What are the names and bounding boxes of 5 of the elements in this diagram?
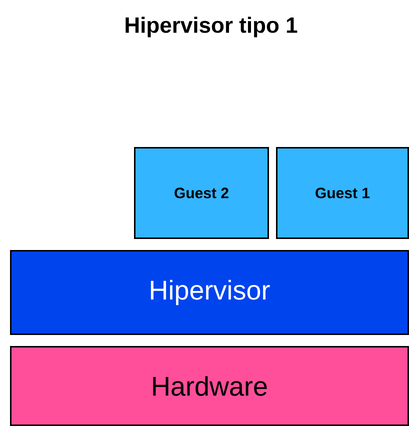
hypervisor-layer: Hipervisor <box>10 250 409 335</box>
guest-box: Guest 2 <box>134 147 269 239</box>
hardware-layer: Hardware <box>10 346 409 426</box>
guest-box: Guest 1 <box>276 147 409 239</box>
title: Hipervisor tipo 1 <box>126 16 298 38</box>
